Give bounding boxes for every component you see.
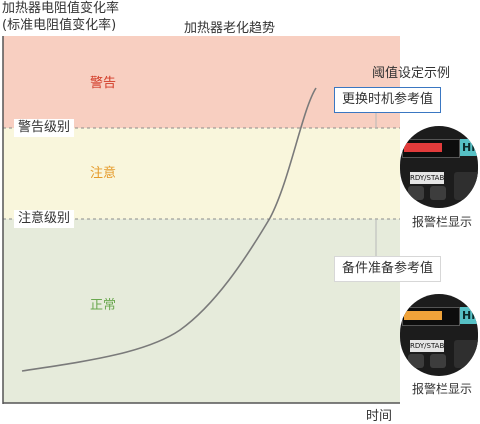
alarm-caption-2: 报警栏显示 <box>412 382 473 396</box>
controller-display-caution: HM RDY/STAB <box>400 294 478 376</box>
device-button-1 <box>408 354 424 368</box>
threshold-example-label: 阈值设定示例 <box>372 66 451 81</box>
aging-trend-curve <box>21 87 317 372</box>
diagram-title: 加热器老化趋势 <box>184 21 276 36</box>
rdy-stab-button: RDY/STAB <box>410 340 445 352</box>
warning-level-label: 警告级别 <box>14 119 75 137</box>
hm-badge: HM <box>460 307 478 324</box>
device-button-3 <box>454 172 478 200</box>
alarm-bar-red <box>404 143 442 152</box>
y-axis-label-line2: (标准电阻值变化率) <box>2 18 117 33</box>
device-button-2 <box>430 186 446 200</box>
replace-timing-callout: 更换时机参考值 <box>334 87 442 113</box>
rdy-stab-button: RDY/STAB <box>410 172 445 184</box>
caution-zone-label: 注意 <box>90 166 117 181</box>
alarm-caption-1: 报警栏显示 <box>412 215 473 229</box>
x-axis-label: 时间 <box>366 409 393 424</box>
caution-level-label: 注意级别 <box>14 210 75 228</box>
hm-badge: HM <box>460 139 478 156</box>
device-button-1 <box>408 186 424 200</box>
warning-zone <box>3 36 400 128</box>
caution-zone <box>3 128 400 219</box>
warning-zone-label: 警告 <box>90 76 117 91</box>
normal-zone-label: 正常 <box>90 298 117 313</box>
device-button-2 <box>430 354 446 368</box>
y-axis-label-line1: 加热器电阻值变化率 <box>2 1 120 16</box>
controller-display-warning: HM RDY/STAB <box>400 126 478 208</box>
device-button-3 <box>454 340 478 368</box>
spare-parts-callout: 备件准备参考值 <box>334 256 442 282</box>
alarm-bar-orange <box>404 311 442 320</box>
